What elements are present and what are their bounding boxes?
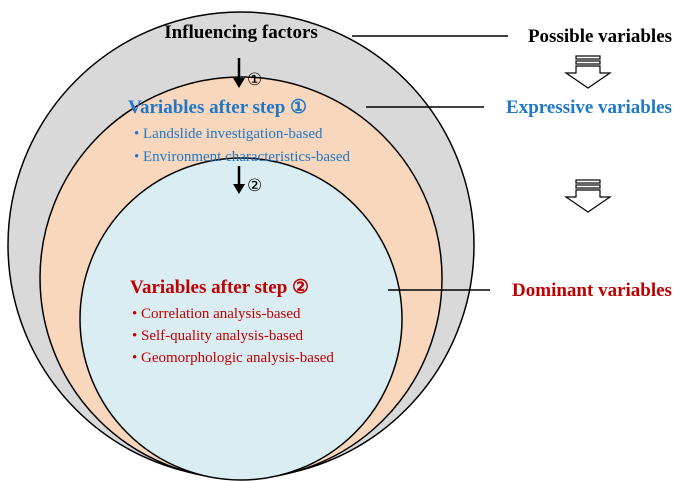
step1-marker: ① xyxy=(247,70,262,89)
dominant-variables-label: Dominant variables xyxy=(512,280,672,301)
down-arrow-icon xyxy=(564,179,612,213)
step1-bullet: • Landslide investigation-based xyxy=(134,126,323,142)
step2-bullet: • Self-quality analysis-based xyxy=(132,328,304,344)
step1-title: Variables after step ① xyxy=(128,97,307,118)
inner-circle xyxy=(79,157,403,481)
step1-arrowhead xyxy=(233,78,245,88)
expressive-variables-label: Expressive variables xyxy=(506,97,672,118)
step1-bullet: • Environment characteristics-based xyxy=(134,149,350,165)
step2-arrowhead xyxy=(233,184,245,194)
step2-bullet: • Correlation analysis-based xyxy=(132,306,301,322)
influencing-factors-label: Influencing factors xyxy=(164,22,318,43)
step2-marker: ② xyxy=(247,176,262,195)
step2-title: Variables after step ② xyxy=(130,277,309,298)
step2-bullet: • Geomorphologic analysis-based xyxy=(132,350,334,366)
possible-variables-label: Possible variables xyxy=(528,26,672,47)
down-arrow-icon xyxy=(564,55,612,89)
